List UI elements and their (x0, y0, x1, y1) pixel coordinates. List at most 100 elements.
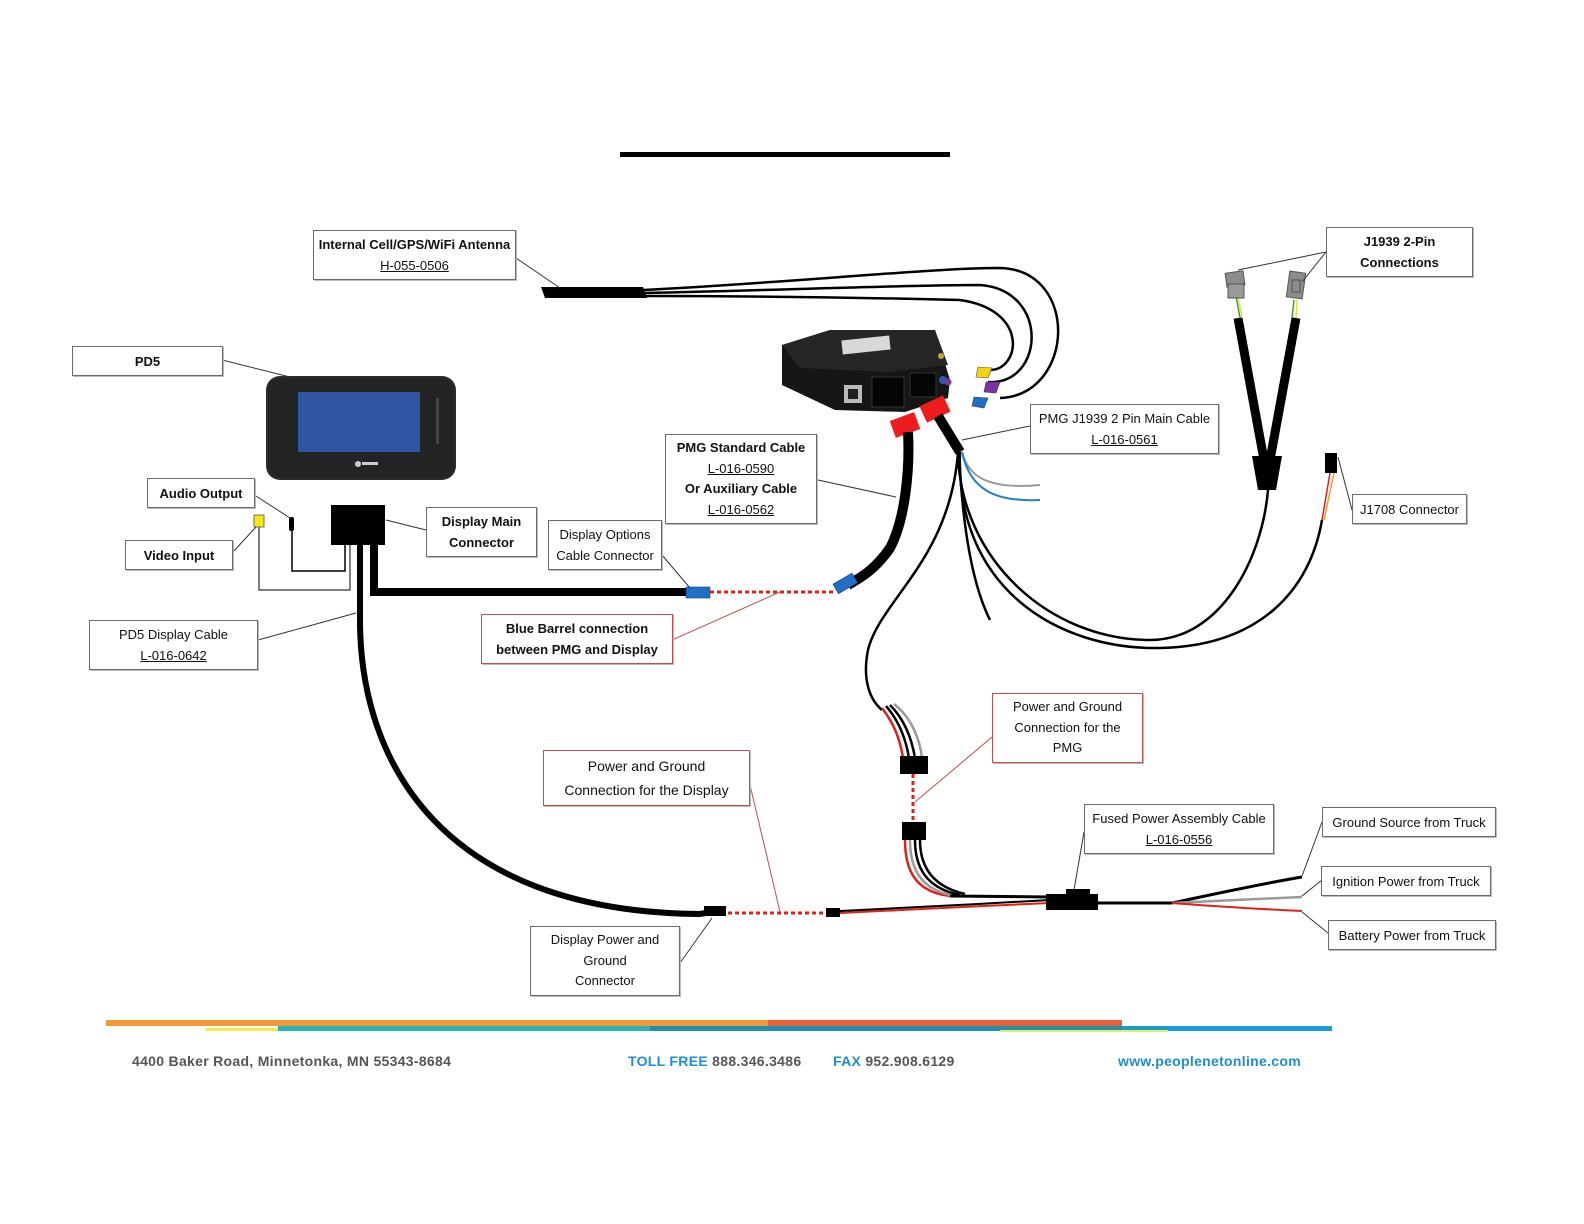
battery-power-leader (1301, 911, 1329, 934)
pmg-standard-cable-label: PMG Standard Cable L-016-0590 Or Auxilia… (665, 434, 817, 524)
pd5-display-cable-label: PD5 Display Cable L-016-0642 (89, 620, 258, 670)
fused-power-title: Fused Power Assembly Cable (1092, 811, 1266, 826)
j1939-leader-right (1301, 251, 1327, 283)
j1708-title: J1708 Connector (1359, 501, 1459, 517)
power-ground-pmg-label: Power and Ground Connection for the PMG (992, 693, 1143, 763)
pmg-j1939-cable-label: PMG J1939 2 Pin Main Cable L-016-0561 (1030, 404, 1219, 454)
pd5-display (266, 376, 456, 480)
display-options-line1: Display Options (559, 527, 651, 542)
pmg-power-harness-upper (881, 703, 924, 759)
j1939-2pin-label: J1939 2-Pin Connections (1326, 227, 1473, 277)
yellow-antenna-connector (975, 366, 993, 379)
blue-barrel-label: Blue Barrel connection between PMG and D… (481, 614, 673, 664)
display-power-line3: Connector (575, 973, 635, 989)
footer-website-link[interactable]: www.peoplenetonline.com (1118, 1053, 1301, 1069)
fused-power-label: Fused Power Assembly Cable L-016-0556 (1084, 804, 1274, 854)
video-input-leader (231, 526, 257, 554)
audio-output-leader (255, 495, 291, 519)
power-ground-display-label: Power and Ground Connection for the Disp… (543, 750, 750, 806)
power-ground-display-line1: Power and Ground (587, 758, 706, 774)
fax-label: FAX (833, 1053, 862, 1069)
display-main-line1: Display Main (441, 514, 522, 529)
display-power-line2: Ground (583, 952, 627, 968)
display-power-line1: Display Power and (550, 932, 660, 948)
battery-power-label: Battery Power from Truck (1328, 920, 1496, 950)
pd5-cable-leader (257, 612, 357, 641)
footer-fax: FAX 952.908.6129 (833, 1053, 955, 1069)
blue-barrel-leader (671, 591, 781, 641)
pd5-display-cable (357, 545, 713, 918)
display-power-ground-connector (704, 906, 726, 916)
pmg-j1939-main-cable (933, 413, 965, 455)
blue-antenna-connector (971, 396, 989, 409)
purple-antenna-connector (983, 381, 1001, 394)
ignition-power-leader (1301, 879, 1323, 897)
pd5-title: PD5 (134, 353, 161, 369)
display-options-line2: Cable Connector (556, 548, 654, 563)
audio-output-connector (289, 517, 294, 531)
j1708-label: J1708 Connector (1352, 494, 1467, 524)
video-input-connector (253, 514, 265, 528)
pmg-j1939-leader (961, 425, 1031, 441)
fused-display-branch-connector (826, 908, 840, 917)
fused-power-leader (1073, 831, 1085, 891)
pmg-standard-red-connector (889, 412, 921, 438)
antenna-part-number: H-055-0506 (380, 258, 449, 273)
ground-source-leader (1301, 821, 1323, 877)
battery-power-wire (1171, 902, 1303, 912)
display-power-ground-label: Display Power and Ground Connector (530, 926, 680, 996)
j1939-2pin-connector-left (1224, 270, 1246, 299)
j1708-connector-body (1325, 453, 1337, 473)
power-ground-pmg-line1: Power and Ground (1012, 699, 1123, 715)
ground-source-wire (1171, 875, 1303, 905)
pmg-blue-barrel (832, 572, 858, 595)
pmg-standard-line1: PMG Standard Cable (676, 440, 806, 455)
pd5-display-cable-part: L-016-0642 (140, 648, 207, 663)
pmg-power-connector-lower (902, 822, 926, 840)
fused-power-holder (1046, 889, 1098, 910)
video-input-title: Video Input (143, 547, 215, 563)
ignition-power-title: Ignition Power from Truck (1332, 873, 1480, 889)
j1939-line1: J1939 2-Pin (1363, 234, 1436, 249)
toll-free-label: TOLL FREE (628, 1053, 708, 1069)
fused-to-display-wire (839, 902, 1051, 914)
j1939-y-cable (1233, 295, 1301, 490)
battery-power-title: Battery Power from Truck (1338, 927, 1486, 943)
antenna-leader (515, 257, 561, 289)
display-options-leader (661, 554, 691, 589)
pmg-power-connector-upper (900, 756, 928, 774)
pmg-j1939-title: PMG J1939 2 Pin Main Cable (1038, 411, 1211, 426)
ground-source-title: Ground Source from Truck (1332, 814, 1486, 830)
j1939-line2: Connections (1360, 255, 1439, 270)
blue-barrel-line1: Blue Barrel connection (505, 621, 649, 636)
power-ground-display-line2: Connection for the Display (564, 782, 729, 798)
power-ground-pmg-line3: PMG (1052, 740, 1083, 756)
display-main-connector-label: Display Main Connector (426, 507, 537, 557)
audio-output-label: Audio Output (147, 478, 255, 508)
ignition-power-wire (1171, 895, 1303, 905)
fused-power-part: L-016-0556 (1145, 832, 1213, 847)
pmg-standard-cable (845, 431, 914, 590)
pmg-power-cable (864, 451, 960, 711)
video-input-wire (258, 527, 351, 591)
j1708-cable (958, 451, 1324, 650)
footer-address: 4400 Baker Road, Minnetonka, MN 55343-86… (132, 1053, 452, 1069)
power-ground-pmg-line2: Connection for the (1014, 719, 1121, 735)
video-input-label: Video Input (125, 540, 233, 570)
audio-output-title: Audio Output (159, 485, 243, 501)
pmg-j1939-red-connector (919, 395, 951, 423)
footer-color-bars (106, 1020, 1332, 1032)
audio-output-wire (291, 531, 346, 572)
display-blue-barrel (685, 586, 711, 599)
ground-source-label: Ground Source from Truck (1322, 807, 1496, 837)
pd5-display-cable-title: PD5 Display Cable (118, 627, 229, 642)
pmg-standard-part1: L-016-0590 (707, 460, 775, 476)
antenna-title: Internal Cell/GPS/WiFi Antenna (318, 237, 511, 252)
display-main-connector-body (331, 505, 385, 545)
display-power-leader (679, 917, 713, 964)
fax-number: 952.908.6129 (865, 1053, 955, 1069)
antenna-label: Internal Cell/GPS/WiFi Antenna H-055-050… (313, 230, 516, 280)
power-ground-display-leader (749, 784, 781, 913)
pmg-j1939-part-number: L-016-0561 (1091, 432, 1158, 447)
power-ground-pmg-leader (914, 736, 993, 803)
